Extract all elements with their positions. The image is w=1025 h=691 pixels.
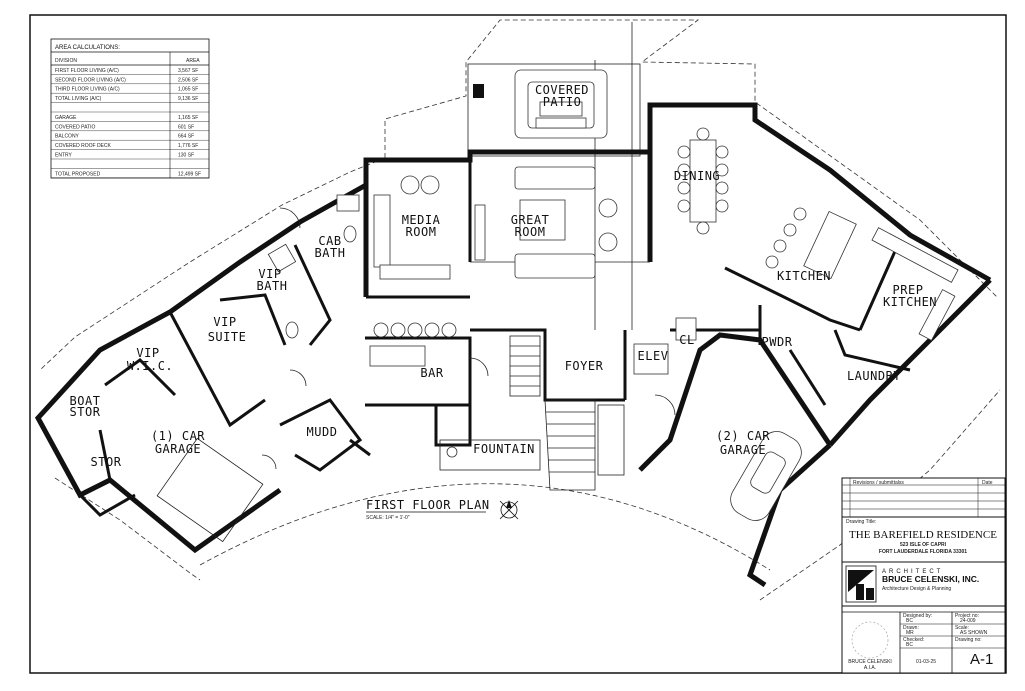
label-boat-stor-1: BOAT: [70, 394, 101, 408]
stairs-upper: [509, 335, 541, 397]
label-vip-wic-2: W.I.C.: [127, 359, 173, 373]
area-table-division-cell: THIRD FLOOR LIVING (A/C): [55, 87, 120, 93]
label-prep-kitchen-1: PREP: [893, 283, 924, 297]
label-fountain: FOUNTAIN: [473, 442, 535, 456]
area-table-area-cell: 12,499 SF: [178, 171, 201, 177]
revisions-label: Revisions / submittalss: [853, 480, 904, 486]
area-table-area-cell: 2,506 SF: [178, 77, 198, 83]
label-vip-wic-1: VIP: [136, 346, 159, 360]
label-car-garage-1-2: GARAGE: [155, 442, 201, 456]
label-cab-bath-2: BATH: [315, 246, 346, 260]
drawing-no-label: Drawing no:: [955, 637, 982, 643]
area-table-title: AREA CALCULATIONS:: [55, 45, 120, 51]
plan-title: FIRST FLOOR PLAN SCALE: 1/4" = 1'-0": [366, 498, 490, 521]
exterior-walls: [34, 102, 992, 588]
architect-label: ARCHITECT: [882, 569, 943, 575]
architect-seal-icon: [851, 621, 889, 659]
site-lines: [39, 19, 1001, 601]
plan-scale-text: SCALE: 1/4" = 1'-0": [366, 515, 410, 521]
firm-subtitle: Architecture Design & Planning: [882, 586, 951, 592]
label-bar: BAR: [420, 366, 443, 380]
area-table-division-cell: GARAGE: [55, 115, 77, 121]
date-value: 01-03-25: [916, 659, 936, 665]
label-car-garage-2-1: (2) CAR: [716, 429, 770, 443]
area-table-area-cell: 130 SF: [178, 153, 194, 159]
label-foyer: FOYER: [565, 359, 604, 373]
furniture: [156, 127, 959, 543]
drawn-label: Drawn:: [903, 625, 919, 631]
label-covered-patio-2: PATIO: [543, 95, 582, 109]
designed-value: BC: [906, 618, 913, 624]
area-table-area-cell: 664 SF: [178, 134, 194, 140]
area-table-division-cell: TOTAL LIVING (A/C): [55, 96, 102, 102]
label-car-garage-2-2: GARAGE: [720, 443, 766, 457]
stairs-entry: [544, 399, 596, 491]
designed-label: Designed by:: [903, 613, 932, 619]
drawn-value: MR: [906, 630, 914, 636]
area-table-division-cell: SECOND FLOOR LIVING (A/C): [55, 77, 126, 83]
date-label: Date: [982, 480, 993, 486]
address-line-2: FORT LAUDERDALE FLORIDA 33301: [879, 549, 967, 555]
label-elev: ELEV: [638, 349, 669, 363]
label-media-room-2: ROOM: [406, 225, 437, 239]
scale-label: Scale:: [955, 625, 969, 631]
signer-title: A.I.A.: [864, 665, 876, 671]
area-table-area-cell: 1,776 SF: [178, 143, 198, 149]
north-arrow-icon: [499, 500, 519, 520]
checked-value: BC: [906, 642, 913, 648]
project-label: Project no:: [955, 613, 979, 619]
label-great-room-2: ROOM: [515, 225, 546, 239]
area-calculations-table: AREA CALCULATIONS: DIVISION AREA FIRST F…: [50, 38, 210, 179]
address-line-1: 523 ISLE OF CAPRI: [900, 542, 947, 548]
area-table-division-cell: ENTRY: [55, 153, 73, 159]
plan-title-text: FIRST FLOOR PLAN: [366, 498, 490, 512]
label-kitchen: KITCHEN: [777, 269, 831, 283]
area-table-rows: FIRST FLOOR LIVING (A/C) 3,567 SF SECOND F…: [51, 68, 209, 179]
area-table-area-cell: 3,567 SF: [178, 68, 198, 74]
area-table-area-cell: 9,136 SF: [178, 96, 198, 102]
scale-value: AS SHOWN: [960, 630, 988, 636]
label-great-room-1: GREAT: [511, 213, 550, 227]
checked-label: Checked:: [903, 637, 924, 643]
label-cab-bath-1: CAB: [318, 234, 341, 248]
title-block: Revisions / submittalss Date Drawing Tit…: [841, 477, 1006, 674]
area-table-area-cell: 1,065 SF: [178, 87, 198, 93]
area-table-division-cell: COVERED PATIO: [55, 124, 95, 130]
label-pwdr: PWDR: [762, 335, 793, 349]
covered-patio-area: [467, 63, 641, 157]
label-dining: DINING: [674, 169, 720, 183]
area-table-division-cell: BALCONY: [55, 134, 80, 140]
area-table-area-cell: 1,165 SF: [178, 115, 198, 121]
room-labels: COVERED PATIO DINING MEDIA ROOM GREAT RO…: [70, 83, 937, 469]
area-table-division-cell: COVERED ROOF DECK: [55, 143, 112, 149]
label-cl: CL: [679, 333, 694, 347]
label-vip-bath-2: BATH: [257, 279, 288, 293]
signer-name: BRUCE CELENSKI: [848, 659, 892, 665]
label-stor: STOR: [91, 455, 122, 469]
drawing-title-label: Drawing Title:: [846, 519, 876, 525]
area-table-division-cell: FIRST FLOOR LIVING (A/C): [55, 68, 119, 74]
label-media-room-1: MEDIA: [402, 213, 441, 227]
firm-name: BRUCE CELENSKI, INC.: [882, 574, 979, 584]
label-vip-bath-1: VIP: [258, 267, 281, 281]
label-boat-stor-2: STOR: [70, 405, 101, 419]
label-vip-suite-1: VIP: [213, 315, 236, 329]
sheet-border: [29, 14, 1007, 674]
label-laundry: LAUNDRY: [847, 369, 901, 383]
architect-logo-icon: [845, 565, 877, 603]
label-prep-kitchen-2: KITCHEN: [883, 295, 937, 309]
area-table-header-area: AREA: [186, 58, 200, 64]
residence-name: THE BAREFIELD RESIDENCE: [849, 529, 997, 541]
label-mudd: MUDD: [307, 425, 338, 439]
label-car-garage-1-1: (1) CAR: [151, 429, 205, 443]
label-vip-suite-2: SUITE: [208, 330, 247, 344]
area-table-division-cell: TOTAL PROPOSED: [55, 171, 101, 177]
area-table-header-division: DIVISION: [55, 58, 77, 64]
sheet-number: A-1: [970, 651, 993, 668]
project-value: 24-009: [960, 618, 976, 624]
label-covered-patio-1: COVERED: [535, 83, 589, 97]
area-table-area-cell: 601 SF: [178, 124, 194, 130]
